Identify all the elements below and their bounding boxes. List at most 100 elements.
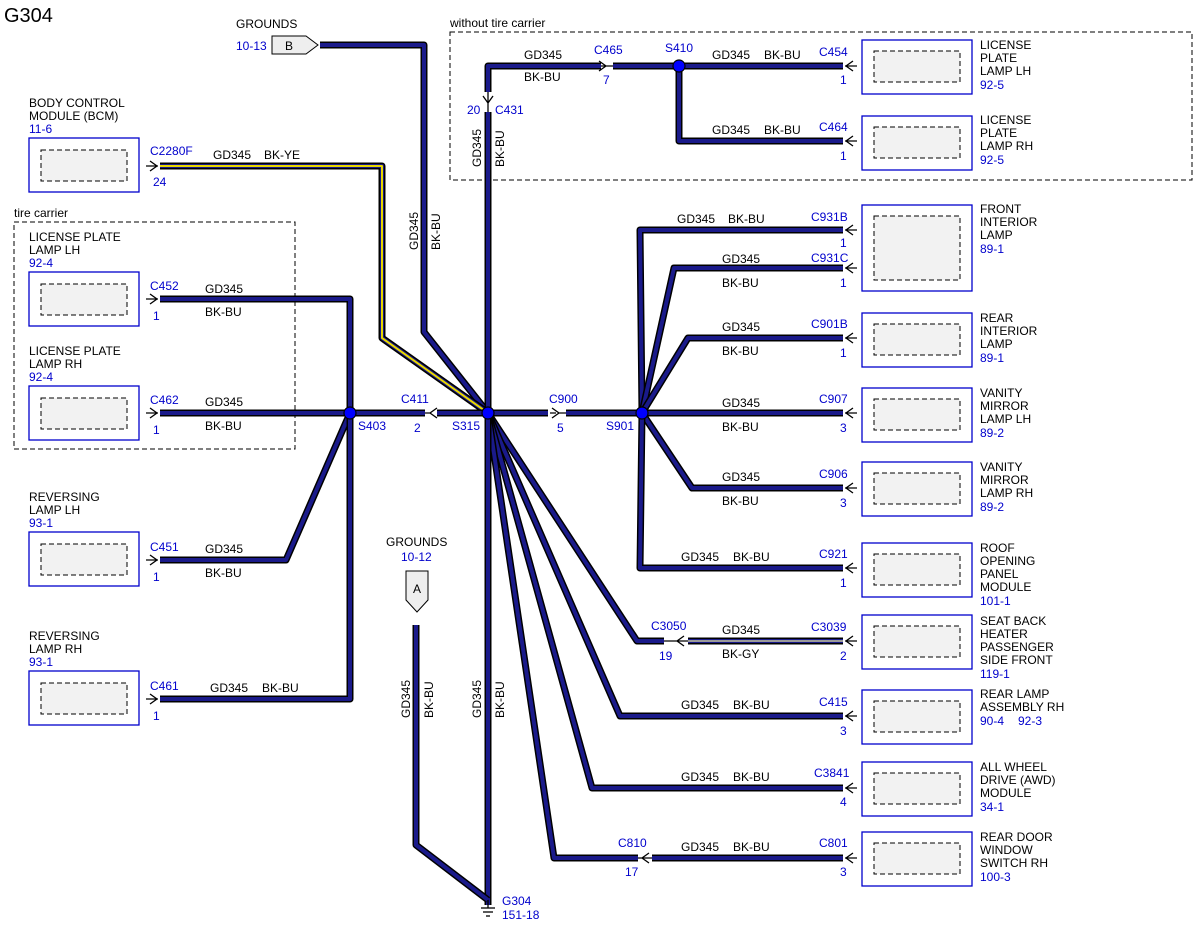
bcm-name-2: MODULE (BCM) bbox=[29, 109, 118, 123]
component-name: LAMP RH bbox=[29, 642, 82, 656]
splice-s410 bbox=[672, 59, 686, 73]
component-inner bbox=[873, 215, 961, 281]
component-reversing-lamp-rh[interactable]: REVERSING LAMP RH 93-1 C461 1 bbox=[28, 629, 179, 726]
component-front-interior-lamp[interactable]: C931B 1 C931C 1 FRONT INTERIOR LAMP 89-1 bbox=[811, 202, 1038, 292]
ground-point-name: G304 bbox=[502, 894, 532, 908]
component-roof-opening-panel-module[interactable]: C921 1 ROOF OPENING PANEL MODULE 101-1 bbox=[819, 541, 1035, 608]
component-pin: 1 bbox=[840, 73, 847, 87]
page-title: G304 bbox=[4, 5, 53, 27]
c810-conn: C810 bbox=[618, 836, 647, 850]
wire-label-color: BK-BU bbox=[722, 494, 759, 508]
component-inner bbox=[873, 50, 961, 83]
component-name: REAR LAMP bbox=[980, 687, 1049, 701]
component-name: MIRROR bbox=[980, 399, 1029, 413]
wire-label-color: BK-BU bbox=[205, 566, 242, 580]
c3050-conn: C3050 bbox=[651, 619, 687, 633]
wire-s315-c3050 bbox=[485, 411, 664, 645]
wire-set bbox=[160, 41, 843, 905]
component-conn: C461 bbox=[150, 679, 179, 693]
component-conn: C462 bbox=[150, 393, 179, 407]
grounds-b-label: GROUNDS bbox=[236, 17, 297, 31]
wire-label-color: BK-BU bbox=[733, 840, 770, 854]
wire-s315-c415 bbox=[484, 411, 843, 720]
splice-s901 bbox=[635, 406, 649, 420]
component-pin: 1 bbox=[153, 423, 160, 437]
component-name: REVERSING bbox=[29, 490, 100, 504]
wire-s403-c451 bbox=[160, 411, 354, 564]
wire-label-circuit: GD345 bbox=[213, 148, 251, 162]
component-name: PLATE bbox=[980, 51, 1017, 65]
bcm-name-1: BODY CONTROL bbox=[29, 96, 125, 110]
wire-label-circuit: GD345 bbox=[722, 623, 760, 637]
component-rear-lamp-assembly-rh[interactable]: C415 3 REAR LAMP ASSEMBLY RH 90-4 92-3 bbox=[819, 687, 1064, 745]
c810-pin: 17 bbox=[625, 865, 639, 879]
component-inner bbox=[873, 772, 961, 805]
splice-label-s901: S901 bbox=[606, 419, 634, 433]
component-rear-interior-lamp[interactable]: C901B 1 REAR INTERIOR LAMP 89-1 bbox=[811, 311, 1038, 368]
component-name: ROOF bbox=[980, 541, 1015, 555]
component-name: INTERIOR bbox=[980, 324, 1038, 338]
component-name: WINDOW bbox=[980, 843, 1033, 857]
grounds-a-letter: A bbox=[413, 582, 421, 596]
component-name: LAMP LH bbox=[29, 243, 80, 257]
wire-label-color: BK-BU bbox=[205, 305, 242, 319]
component-name: PLATE bbox=[980, 126, 1017, 140]
wire-grounds-a-g304 bbox=[412, 625, 491, 903]
wire-grounds-b-s315 bbox=[320, 41, 491, 416]
component-ref: 92-4 bbox=[29, 256, 53, 270]
component-pin: 3 bbox=[840, 724, 847, 738]
grounds-a-shape[interactable] bbox=[405, 570, 429, 613]
component-pin: 1 bbox=[153, 309, 160, 323]
component-conn: C454 bbox=[819, 45, 848, 59]
grounds-b-shape[interactable] bbox=[271, 35, 319, 55]
component-inner bbox=[40, 397, 128, 430]
wire-label-color: BK-BU bbox=[733, 770, 770, 784]
component-seat-back-heater[interactable]: C3039 2 SEAT BACK HEATER PASSENGER SIDE … bbox=[811, 614, 1054, 681]
component-name: LICENSE bbox=[980, 113, 1031, 127]
tire-carrier-frame bbox=[13, 221, 296, 450]
wire-label-circuit: GD345 bbox=[681, 698, 719, 712]
component-name: FRONT bbox=[980, 202, 1022, 216]
component-inner bbox=[873, 553, 961, 586]
wire-s410-c464 bbox=[675, 66, 843, 145]
component-name: PASSENGER bbox=[980, 640, 1054, 654]
component-ref: 92-4 bbox=[29, 370, 53, 384]
wire-label-color: BK-GY bbox=[722, 647, 759, 661]
tire-carrier-label: tire carrier bbox=[14, 206, 68, 220]
c465-pin: 7 bbox=[603, 73, 610, 87]
wire-label-circuit: GD345 bbox=[407, 212, 421, 250]
splice-label-s403: S403 bbox=[358, 419, 386, 433]
component-vanity-mirror-lamp-rh[interactable]: C906 3 VANITY MIRROR LAMP RH 89-2 bbox=[819, 460, 1033, 517]
wire-label-color: BK-BU bbox=[733, 550, 770, 564]
component-inner bbox=[40, 543, 128, 576]
component-name: MIRROR bbox=[980, 473, 1029, 487]
component-rear-door-window-switch-rh[interactable]: C801 3 REAR DOOR WINDOW SWITCH RH 100-3 bbox=[819, 830, 1053, 887]
component-conn: C452 bbox=[150, 279, 179, 293]
component-license-plate-lamp-lh[interactable]: C454 1 LICENSE PLATE LAMP LH 92-5 bbox=[819, 38, 1031, 95]
component-license-plate-lamp-rh-tire[interactable]: LICENSE PLATE LAMP RH 92-4 C462 1 bbox=[28, 344, 179, 441]
wire-s901-c921 bbox=[636, 412, 843, 572]
component-ref: 119-1 bbox=[980, 667, 1010, 681]
connector-arrows bbox=[146, 60, 857, 864]
component-inner bbox=[873, 323, 961, 356]
wire-label-color: BK-BU bbox=[722, 420, 759, 434]
component-license-plate-lamp-rh[interactable]: C464 1 LICENSE PLATE LAMP RH 92-5 bbox=[819, 113, 1033, 171]
component-ref: 89-2 bbox=[980, 426, 1004, 440]
component-pin: 4 bbox=[840, 795, 847, 809]
c465-conn: C465 bbox=[594, 43, 623, 57]
wire-s901-c906 bbox=[639, 411, 843, 492]
component-name: SIDE FRONT bbox=[980, 653, 1053, 667]
wire-label-circuit: GD345 bbox=[205, 542, 243, 556]
wire-label-circuit: GD345 bbox=[677, 212, 715, 226]
component-name: LAMP LH bbox=[980, 64, 1031, 78]
component-pin: 3 bbox=[840, 865, 847, 879]
bcm-inner bbox=[40, 149, 128, 182]
component-reversing-lamp-lh[interactable]: REVERSING LAMP LH 93-1 C451 1 bbox=[28, 490, 179, 587]
component-license-plate-lamp-lh-tire[interactable]: LICENSE PLATE LAMP LH 92-4 C452 1 bbox=[28, 230, 179, 327]
component-awd-module[interactable]: C3841 4 ALL WHEEL DRIVE (AWD) MODULE 34-… bbox=[814, 760, 1056, 817]
component-vanity-mirror-lamp-lh[interactable]: C907 3 VANITY MIRROR LAMP LH 89-2 bbox=[819, 386, 1031, 443]
component-conn: C901B bbox=[811, 317, 848, 331]
without-tire-carrier-frame bbox=[449, 31, 1193, 181]
component-bcm[interactable]: BODY CONTROL MODULE (BCM) 11-6 C2280F 24 bbox=[28, 96, 193, 193]
